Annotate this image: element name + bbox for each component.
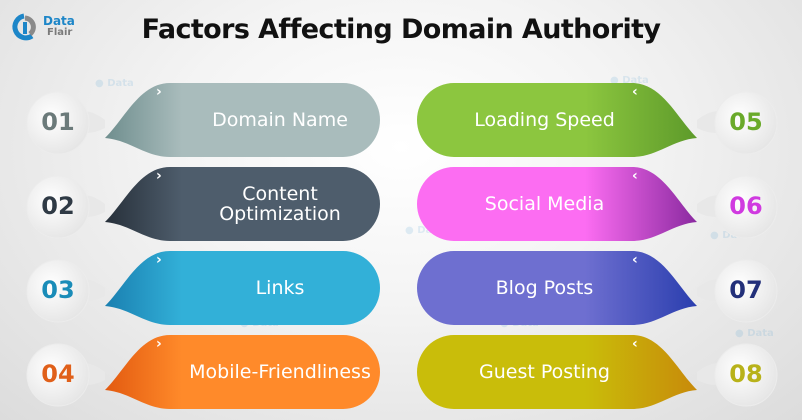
chevron-left-icon: ‹ [632,336,638,352]
dataflair-logo-icon [10,12,40,42]
chevron-right-icon: › [156,336,162,352]
logo-text-data: Data [43,14,75,28]
factor-shape [417,167,778,241]
factor-shape [417,251,778,325]
chevron-right-icon: › [156,252,162,268]
logo-text-flair: Flair [47,27,73,38]
factor-number: 08 [729,360,763,388]
factor-label: Loading Speed [474,109,615,131]
factor-shape [26,251,380,325]
dataflair-logo: Data Flair [10,12,75,42]
factor-item-01: 01 › Domain Name [0,78,400,162]
factor-number: 04 [41,360,75,388]
factor-label: Guest Posting [479,361,610,383]
factor-item-02: 02 › Content Optimization [0,162,400,246]
chevron-right-icon: › [156,84,162,100]
factor-item-06: 06 ‹ Social Media [402,162,802,246]
factor-item-08: 08 ‹ Guest Posting [402,330,802,414]
factor-item-04: 04 › Mobile-Friendliness [0,330,400,414]
chevron-right-icon: › [156,168,162,184]
factor-label: Content Optimization [219,183,341,225]
watermark: ● Data [735,328,774,339]
factor-shape [26,335,380,409]
factor-shape [26,167,380,241]
factor-label: Mobile-Friendliness [189,361,371,383]
factor-number: 02 [41,192,75,220]
chevron-left-icon: ‹ [632,84,638,100]
chevron-left-icon: ‹ [632,168,638,184]
factor-shape [417,335,778,409]
factor-shape [26,83,380,157]
factor-number: 05 [729,108,763,136]
factor-number: 03 [41,276,75,304]
factor-number: 01 [41,108,75,136]
page-title: Factors Affecting Domain Authority [141,14,661,45]
factor-label: Blog Posts [495,277,594,299]
factor-label: Domain Name [212,109,348,131]
factor-number: 06 [729,192,763,220]
watermark: ● Data [95,78,134,89]
watermark: ● Data [405,225,444,236]
factor-label: Links [255,277,305,299]
factor-number: 07 [729,276,763,304]
factor-item-07: 07 ‹ Blog Posts [402,246,802,330]
factor-item-03: 03 › Links [0,246,400,330]
factor-item-05: 05 ‹ Loading Speed [402,78,802,162]
chevron-left-icon: ‹ [632,252,638,268]
watermark: ● Data [710,230,749,241]
watermark: ● Data [610,75,649,86]
factor-shape [417,83,778,157]
factor-label: Social Media [484,193,605,215]
